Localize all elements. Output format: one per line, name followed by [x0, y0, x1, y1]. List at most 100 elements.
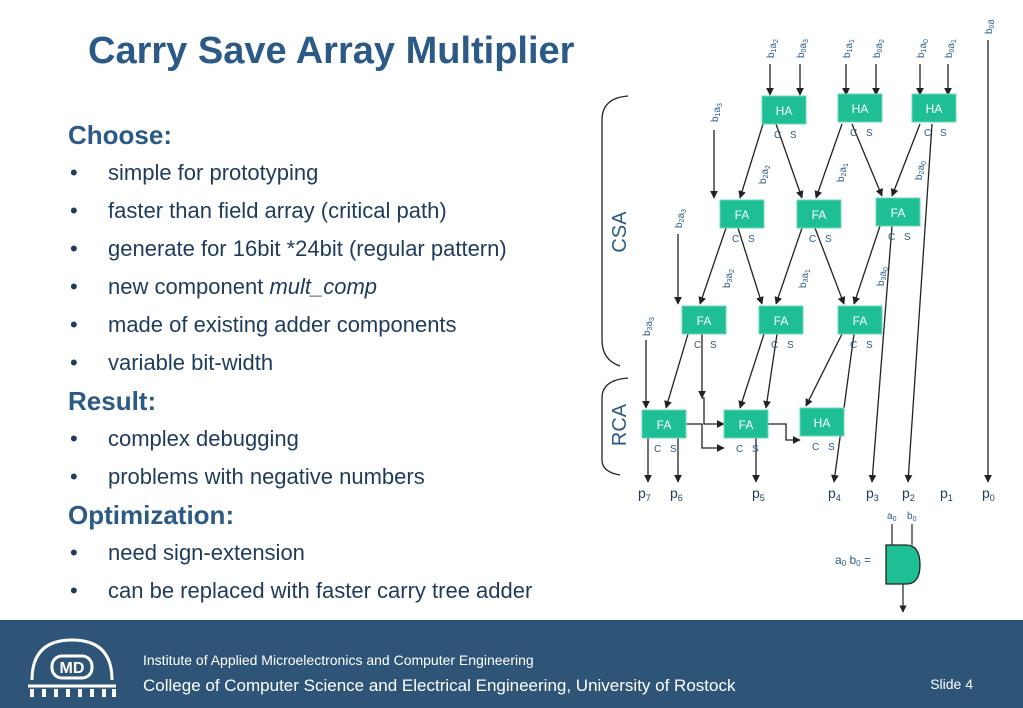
carry-port-label: C: [771, 340, 778, 351]
sum-port-label: S: [752, 444, 759, 455]
svg-text:MD: MD: [60, 660, 85, 677]
carry-port-label: C: [924, 128, 931, 139]
csa-brace: [601, 95, 629, 367]
wire: [890, 123, 921, 197]
carry-port-label: C: [809, 234, 816, 245]
partial-product-label: b1a2: [766, 39, 780, 58]
partial-product-label: b3a2: [722, 269, 736, 288]
partial-product-label: b2a0: [914, 161, 928, 180]
partial-product-label: b3a1: [798, 269, 812, 288]
list-item: •simple for prototyping: [68, 154, 628, 192]
svg-text:FA: FA: [739, 418, 754, 432]
sum-port-label: S: [940, 128, 947, 139]
signal-labels: b1a2b0a3b1a1b0a2b1a0b0a1b0a0b1a3b2a2b2a1…: [642, 20, 998, 336]
bullet-icon: •: [70, 236, 78, 261]
rca-label: RCA: [609, 403, 631, 446]
list-item: •problems with negative numbers: [68, 458, 628, 496]
wire: [664, 333, 689, 409]
college-name: College of Computer Science and Electric…: [143, 676, 736, 695]
carry-port-label: C: [888, 232, 895, 243]
optimization-heading: Optimization:: [68, 500, 235, 530]
bullet-icon: •: [70, 426, 78, 451]
product-bit-label: p0: [982, 485, 995, 503]
partial-product-label: b0a1: [944, 39, 958, 58]
bullet-icon: •: [70, 578, 78, 603]
product-bit-label: p1: [940, 485, 953, 503]
list-item: •made of existing adder components: [68, 306, 628, 344]
choose-list: •simple for prototyping •faster than fie…: [68, 154, 628, 382]
wire: [814, 123, 843, 199]
product-bit-label: p6: [670, 485, 683, 503]
partial-product-label: b1a1: [842, 39, 856, 58]
wires: [642, 40, 992, 483]
svg-text:FA: FA: [774, 314, 789, 328]
list-item: •variable bit-width: [68, 344, 628, 382]
result-heading: Result:: [68, 386, 157, 416]
and-gate-icon: [885, 524, 921, 613]
bullet-icon: •: [70, 160, 78, 185]
list-item: •new component mult_comp: [68, 268, 628, 306]
bullet-icon: •: [70, 464, 78, 489]
carry-port-label: C: [850, 340, 857, 351]
carry-port-label: C: [812, 442, 819, 453]
wire: [686, 423, 725, 452]
bullet-icon: •: [70, 540, 78, 565]
wire: [868, 225, 893, 483]
list-item: •complex debugging: [68, 420, 628, 458]
choose-heading: Choose:: [68, 120, 172, 150]
svg-text:HA: HA: [814, 416, 831, 430]
svg-text:HA: HA: [852, 102, 869, 116]
partial-product-label: b3a3: [642, 317, 656, 336]
wire: [904, 123, 933, 483]
sum-port-label: S: [670, 444, 677, 455]
partial-product-label: b1a3: [710, 103, 724, 122]
sum-port-label: S: [748, 234, 755, 245]
sum-port-label: S: [787, 340, 794, 351]
carry-port-label: C: [736, 444, 743, 455]
svg-text:FA: FA: [657, 418, 672, 432]
sum-port-label: S: [866, 340, 873, 351]
wire: [852, 225, 881, 305]
svg-text:a0: a0: [887, 511, 897, 523]
product-bit-label: p7: [638, 485, 651, 503]
sum-port-label: S: [828, 442, 835, 453]
partial-product-label: b2a1: [836, 163, 850, 182]
svg-text:HA: HA: [776, 104, 793, 118]
product-bit-label: p2: [902, 485, 915, 503]
wire: [702, 397, 725, 428]
sum-port-label: S: [710, 340, 717, 351]
sum-port-label: S: [904, 232, 911, 243]
svg-text:HA: HA: [926, 102, 943, 116]
sum-port-label: S: [825, 234, 832, 245]
carry-port-label: C: [774, 130, 781, 141]
partial-product-label: b2a2: [758, 165, 772, 184]
partial-product-label: b2a3: [674, 209, 688, 228]
product-bit-label: p3: [866, 485, 879, 503]
gate-input-labels: a0 b0: [887, 511, 917, 523]
wire: [737, 227, 764, 305]
list-item: •faster than field array (critical path): [68, 192, 628, 230]
svg-text:FA: FA: [891, 206, 906, 220]
gate-equation: a0 b0 =: [835, 553, 871, 568]
wire: [775, 123, 804, 199]
bullet-icon: •: [70, 274, 78, 299]
partial-product-label: b1a0: [916, 39, 930, 58]
wire: [768, 423, 801, 444]
rca-brace: [601, 377, 629, 476]
result-list: •complex debugging •problems with negati…: [68, 420, 628, 496]
sum-port-label: S: [866, 128, 873, 139]
bullet-icon: •: [70, 350, 78, 375]
